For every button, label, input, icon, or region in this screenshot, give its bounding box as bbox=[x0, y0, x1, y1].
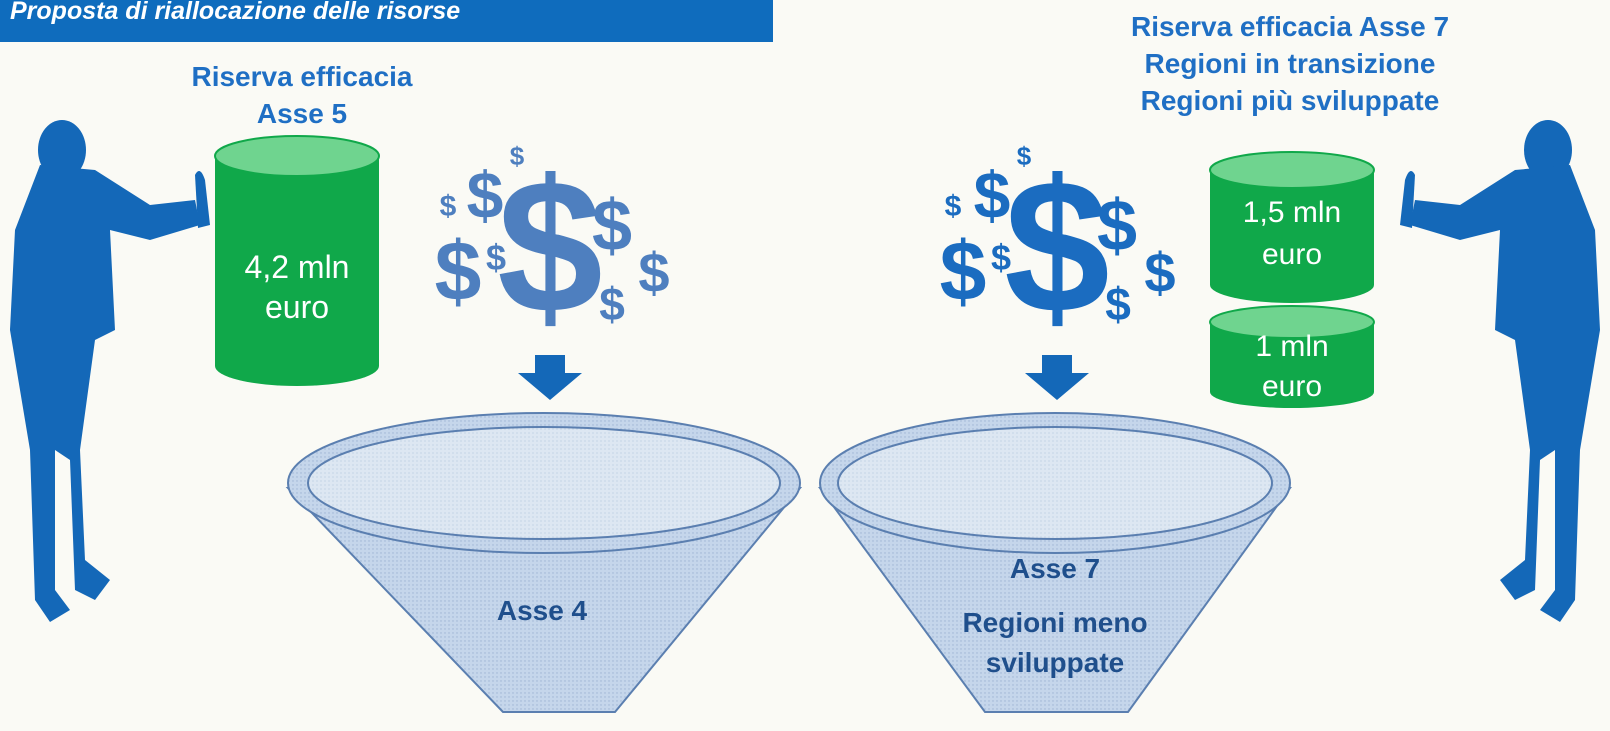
arrow-down-icon-right bbox=[1025, 355, 1089, 400]
left-cylinder: 4,2 mln euro bbox=[214, 135, 380, 386]
right-heading-line1: Riserva efficacia Asse 7 bbox=[1130, 11, 1450, 42]
dollar-icon: $ bbox=[974, 158, 1011, 232]
right-cylinder-top-line2: euro bbox=[1262, 238, 1322, 271]
funnel-right: Asse 7 Regioni meno sviluppate bbox=[818, 412, 1292, 713]
dollar-icon: $ bbox=[1105, 278, 1131, 330]
dollar-icon: $ bbox=[497, 141, 603, 353]
right-cylinder-top-line1: 1,5 mln bbox=[1243, 196, 1341, 229]
dollar-icon: $ bbox=[638, 241, 669, 304]
dollar-icon: $ bbox=[510, 141, 525, 171]
right-cylinder-bottom-line1: 1 mln bbox=[1255, 330, 1328, 363]
funnel-left-label: Asse 4 bbox=[497, 595, 588, 626]
dollar-icon: $ bbox=[1097, 186, 1137, 266]
dollar-cluster-left: $ $ $ $ $ $ $ $ $ bbox=[435, 141, 670, 353]
right-heading: Riserva efficacia Asse 7 Regioni in tran… bbox=[1090, 8, 1490, 119]
left-cylinder-line1: 4,2 mln bbox=[245, 249, 350, 285]
funnel-right-label-line2: Regioni meno bbox=[962, 607, 1147, 638]
right-cylinder-top: 1,5 mln euro bbox=[1209, 151, 1375, 303]
dollar-icon: $ bbox=[1004, 141, 1110, 353]
funnel-right-label-line3: sviluppate bbox=[986, 647, 1124, 678]
dollar-icon: $ bbox=[940, 224, 987, 318]
person-pushing-icon-left bbox=[10, 120, 210, 622]
dollar-icon: $ bbox=[1017, 141, 1032, 171]
dollar-cluster-right: $ $ $ $ $ $ $ $ $ bbox=[940, 141, 1176, 353]
page-title: Proposta di riallocazione delle risorse bbox=[10, 0, 461, 25]
arrow-down-icon-left bbox=[518, 355, 582, 400]
left-heading-line2: Asse 5 bbox=[256, 98, 348, 129]
person-pushing-icon-right bbox=[1400, 120, 1600, 622]
dollar-icon: $ bbox=[1144, 241, 1175, 304]
dollar-icon: $ bbox=[467, 158, 504, 232]
dollar-icon: $ bbox=[435, 224, 482, 318]
right-cylinder-bottom: 1 mln euro bbox=[1209, 305, 1375, 408]
funnel-right-label-line1: Asse 7 bbox=[1010, 553, 1100, 584]
left-heading-line1: Riserva efficacia bbox=[191, 61, 413, 92]
dollar-icon: $ bbox=[592, 186, 632, 266]
dollar-icon: $ bbox=[486, 237, 506, 278]
funnel-left: Asse 4 bbox=[285, 412, 803, 713]
left-cylinder-line2: euro bbox=[265, 289, 329, 325]
dollar-icon: $ bbox=[945, 190, 962, 223]
left-heading: Riserva efficacia Asse 5 bbox=[160, 58, 444, 132]
dollar-icon: $ bbox=[599, 278, 625, 330]
title-banner: Proposta di riallocazione delle risorse bbox=[0, 0, 773, 42]
right-heading-line3: Regioni più sviluppate bbox=[1140, 85, 1440, 116]
right-heading-line2: Regioni in transizione bbox=[1144, 48, 1436, 79]
dollar-icon: $ bbox=[991, 237, 1011, 278]
dollar-icon: $ bbox=[440, 190, 457, 223]
right-cylinder-bottom-line2: euro bbox=[1262, 370, 1322, 403]
